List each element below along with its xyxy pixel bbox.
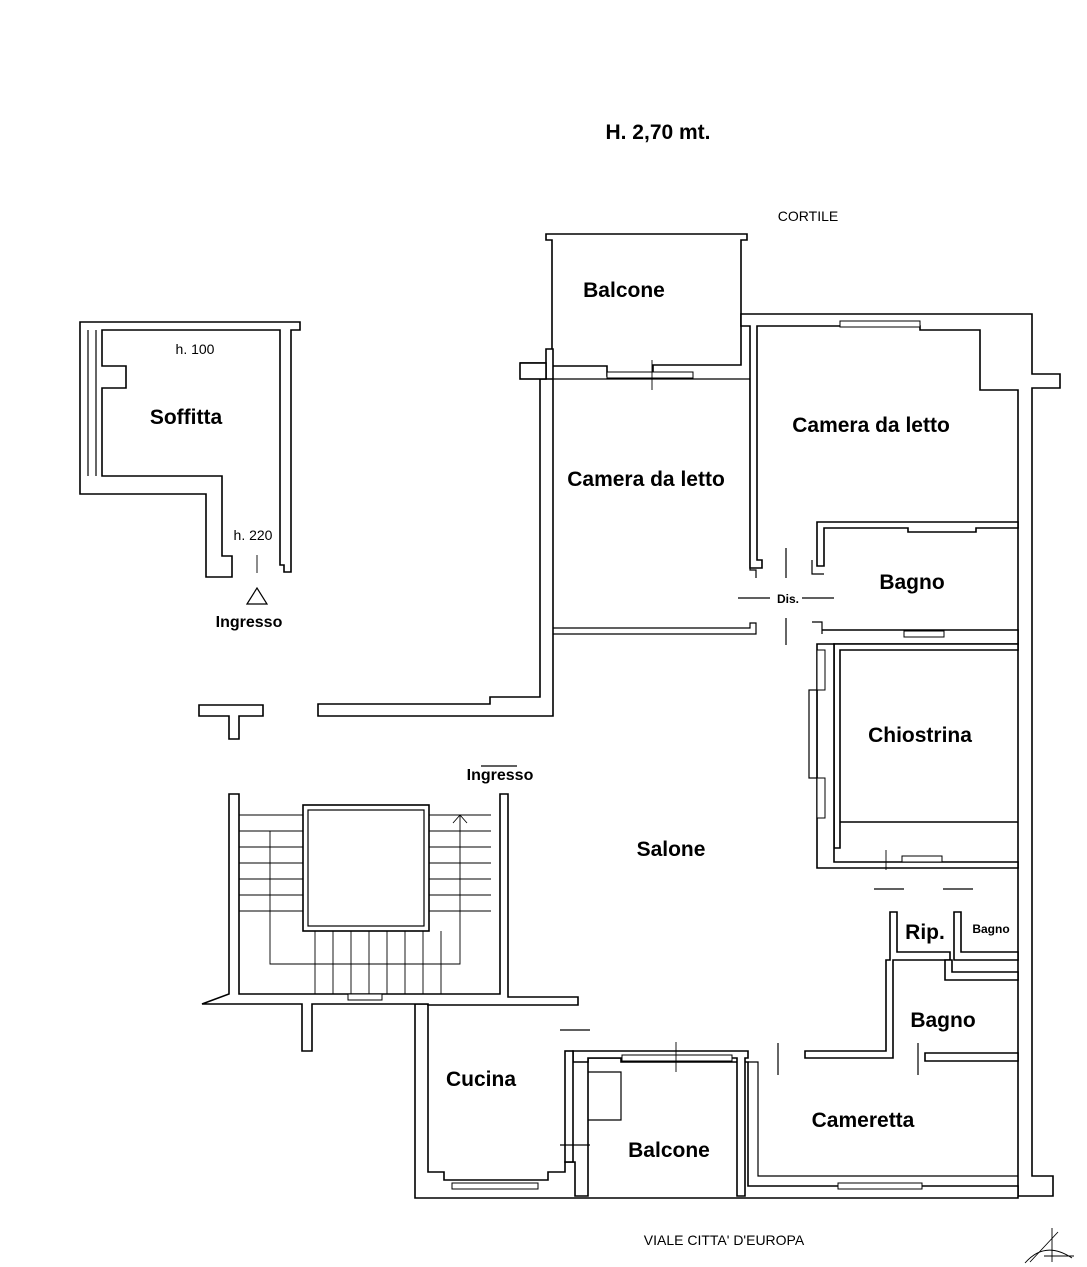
street-label: VIALE CITTA' D'EUROPA	[644, 1232, 805, 1248]
apartment-walls	[198, 233, 1061, 1199]
staircase	[239, 804, 491, 994]
stair-arrow-icon	[452, 814, 468, 824]
room-salone: Salone	[637, 838, 706, 861]
room-camera-left: Camera da letto	[567, 468, 725, 491]
room-cucina: Cucina	[446, 1068, 516, 1091]
room-ripostiglio: Rip.	[905, 921, 945, 944]
room-bagno-small: Bagno	[972, 922, 1009, 936]
attic-plan	[79, 321, 301, 605]
door-markers	[481, 548, 973, 1146]
attic-height-top: h. 100	[176, 341, 215, 357]
room-bagno-top: Bagno	[879, 571, 944, 594]
room-ingresso: Ingresso	[467, 767, 534, 784]
courtyard-label: CORTILE	[778, 208, 838, 224]
room-disimpegno: Dis.	[777, 592, 799, 606]
north-arrow-icon	[1024, 1228, 1074, 1264]
attic-entrance: Ingresso	[216, 614, 283, 631]
windows	[347, 320, 945, 1190]
room-cameretta: Cameretta	[812, 1109, 915, 1132]
room-balcone-top: Balcone	[583, 279, 665, 302]
attic-height-bottom: h. 220	[234, 527, 273, 543]
room-balcone-bottom: Balcone	[628, 1139, 710, 1162]
room-soffitta: Soffitta	[150, 406, 223, 429]
room-camera-right: Camera da letto	[792, 414, 950, 437]
ceiling-height-note: H. 2,70 mt.	[605, 121, 710, 144]
entrance-triangle-icon	[245, 586, 269, 605]
room-bagno-mid: Bagno	[910, 1009, 975, 1032]
room-chiostrina: Chiostrina	[868, 724, 972, 747]
